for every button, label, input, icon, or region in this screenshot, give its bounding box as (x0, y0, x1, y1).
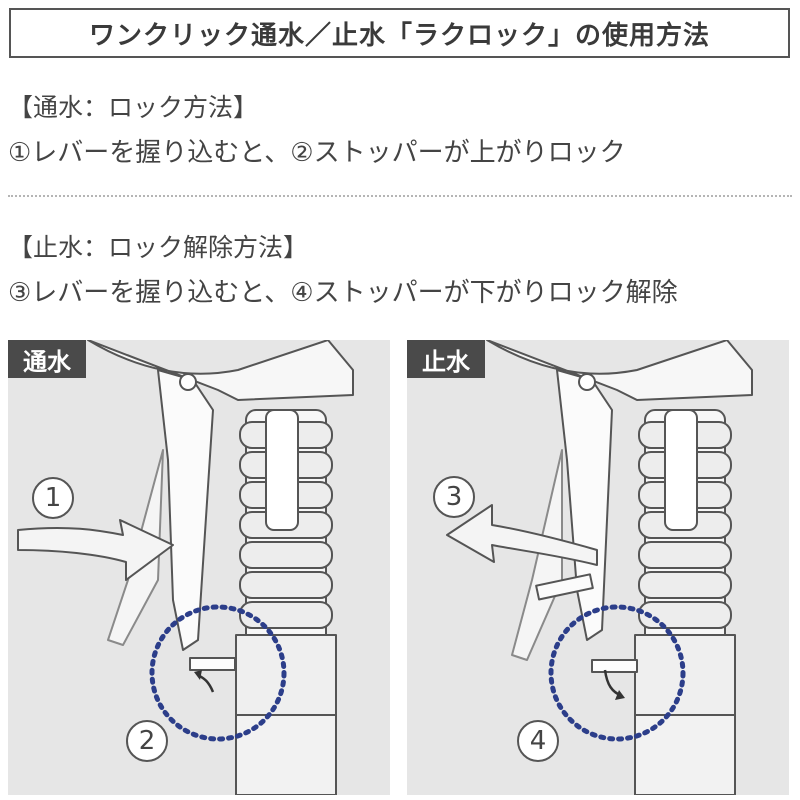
grip-rib (638, 571, 732, 599)
panel-tag: 止水 (407, 340, 485, 378)
unlock-method-text: ③レバーを握り込むと、④ストッパーが下がりロック解除 (8, 278, 678, 308)
lever-pivot (179, 373, 197, 391)
stopper (591, 659, 638, 673)
hand-outline (486, 340, 753, 401)
grip-rib (638, 601, 732, 629)
step-4-badge: 4 (517, 720, 559, 762)
water-on-illustration (17, 340, 354, 795)
title-box: ワンクリック通水／止水「ラクロック」の使用方法 (9, 8, 790, 58)
logo-plate (265, 409, 299, 531)
lever-tip (535, 573, 594, 601)
hose-connector (235, 714, 337, 795)
stopper-up-arrowhead (194, 670, 202, 680)
lever (556, 369, 613, 641)
unlock-method-heading: 【止水：ロック解除方法】 (8, 233, 309, 262)
logo-plate (664, 409, 698, 531)
water-on-panel: 通水 1 2 (8, 340, 390, 795)
step-3-badge: 3 (433, 476, 475, 518)
water-off-panel: 止水 3 4 (407, 340, 789, 795)
highlight-circle (548, 604, 686, 742)
water-off-illustration (446, 340, 753, 795)
lock-method-text: ①レバーを握り込むと、②ストッパーが上がりロック (8, 138, 626, 168)
step-2-badge: 2 (126, 720, 168, 762)
left-arrow (446, 504, 598, 566)
hose-connector (634, 714, 736, 795)
section-divider (8, 195, 792, 197)
grip-rib (239, 601, 333, 629)
lever-pivot (578, 373, 596, 391)
grip-rib (239, 571, 333, 599)
panel-tag: 通水 (8, 340, 86, 378)
stopper (189, 657, 236, 671)
right-arrow (17, 519, 174, 581)
stopper-down-arrowhead (615, 690, 625, 700)
grip-rib (638, 541, 732, 569)
grip-rib (239, 541, 333, 569)
highlight-circle (149, 604, 287, 742)
page-title: ワンクリック通水／止水「ラクロック」の使用方法 (88, 20, 710, 51)
step-1-badge: 1 (32, 477, 74, 519)
hand-outline (87, 340, 354, 401)
lock-method-heading: 【通水：ロック方法】 (8, 93, 259, 122)
